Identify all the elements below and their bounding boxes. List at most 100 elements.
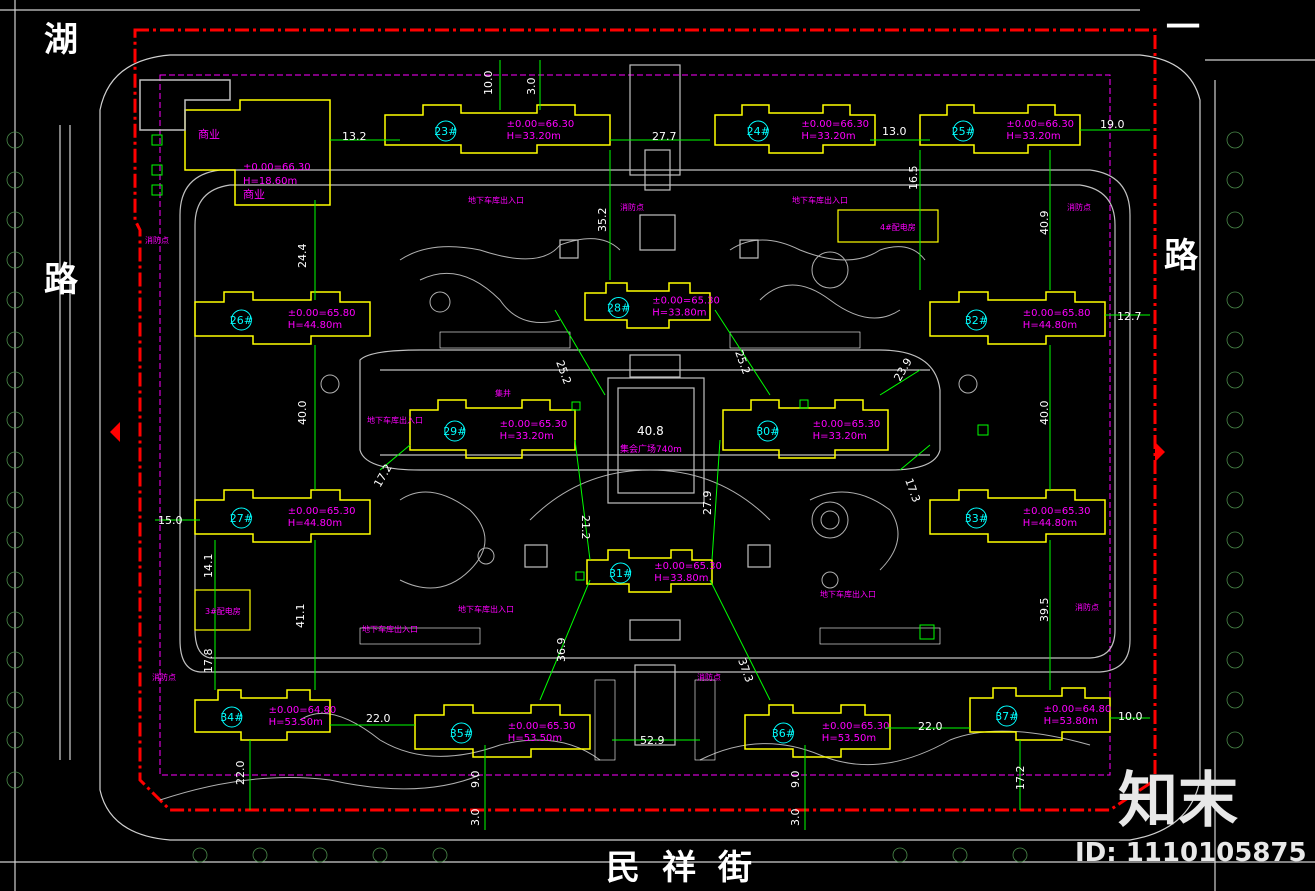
building-outline: [969, 687, 1111, 741]
plaza-dimension: 40.8: [637, 424, 664, 438]
building-37: 37#±0.00=64.80H=53.80m: [969, 687, 1112, 741]
building-32: 32#±0.00=65.80H=44.80m: [929, 291, 1106, 345]
building-number: 24#: [747, 125, 770, 138]
building-24: 24#±0.00=66.30H=33.20m: [714, 104, 876, 154]
dimension-value: 27.9: [701, 491, 714, 516]
building-outline: [929, 489, 1106, 543]
commercial-building: [139, 79, 331, 206]
note-fire-1: 消防点: [620, 202, 644, 212]
building-height: H=53.50m: [822, 733, 876, 744]
building-elevation: ±0.00=65.30: [1023, 506, 1091, 517]
building-height: H=33.20m: [507, 131, 561, 142]
building-elevation: ±0.00=65.30: [288, 506, 356, 517]
dimension-value: 41.1: [294, 604, 307, 629]
substations: [194, 209, 939, 631]
building-outline: [929, 291, 1106, 345]
note-fire-2: 消防点: [1067, 202, 1091, 212]
building-height: H=44.80m: [288, 518, 342, 529]
building-number-circle: [444, 420, 466, 442]
building-outline: [194, 489, 371, 543]
dimension-value: 52.9: [640, 734, 665, 747]
site-boundary: [133, 28, 1157, 812]
building-height: H=44.80m: [288, 320, 342, 331]
commercial-label: 商业: [198, 127, 220, 141]
dimension-value: 14.1: [202, 554, 215, 579]
note-garage-entry-3: 地下车库出入口: [458, 604, 514, 614]
building-outline: [194, 689, 331, 741]
dimension-value: 15.0: [158, 514, 183, 527]
building-number: 27#: [230, 512, 253, 525]
note-well: 集井: [495, 388, 511, 398]
building-number: 25#: [952, 125, 975, 138]
commercial-elevation: ±0.00=66.30: [243, 162, 311, 173]
building-31: 31#±0.00=65.30H=33.80m: [586, 549, 722, 593]
building-number: 29#: [443, 425, 466, 438]
street-trees: [6, 131, 1244, 863]
building-28: 28#±0.00=65.30H=33.80m: [584, 282, 720, 329]
road-label-west-bottom: 路: [44, 260, 78, 300]
dimension-lines: [155, 60, 1150, 830]
building-height: H=44.80m: [1023, 518, 1077, 529]
building-number-circle: [435, 120, 457, 142]
building-elevation: ±0.00=64.80: [269, 705, 337, 716]
building-elevation: ±0.00=65.30: [654, 561, 722, 572]
building-elevation: ±0.00=65.30: [822, 721, 890, 732]
dimension-value: 25.2: [553, 359, 574, 386]
dimension-value: 25.2: [732, 349, 753, 376]
building-number: 37#: [995, 710, 1018, 723]
dimension-value: 16.5: [907, 166, 920, 191]
building-height: H=33.80m: [654, 573, 708, 584]
entry-arrows: [110, 422, 1165, 462]
building-number-circle: [221, 706, 243, 728]
dimension-value: 35.2: [596, 208, 609, 233]
building-number: 36#: [772, 727, 795, 740]
note-fire-6: 消防点: [697, 672, 721, 682]
building-elevation: ±0.00=65.80: [1023, 308, 1091, 319]
building-height: H=33.80m: [652, 308, 706, 319]
building-number-circle: [952, 120, 974, 142]
commercial-label-2: 商业: [243, 187, 265, 201]
building-number-circle: [230, 309, 252, 331]
building-elevation: ±0.00=65.30: [652, 296, 720, 307]
building-27: 27# ±0.00=65.30H=44.80m: [194, 489, 371, 543]
commercial-height: H=18.60m: [243, 176, 297, 187]
dimension-value: 17.2: [1014, 766, 1027, 791]
building-29: 29#±0.00=65.30H=33.20m: [409, 399, 576, 459]
building-number-circle: [965, 309, 987, 331]
building-elevation: ±0.00=65.30: [500, 419, 568, 430]
dimension-value: 36.9: [555, 638, 568, 663]
building-line: [159, 74, 1111, 776]
dimension-value: 19.0: [1100, 118, 1125, 131]
dimension-value: 37.3: [735, 657, 756, 684]
building-height: H=44.80m: [1023, 320, 1077, 331]
building-outline: [194, 291, 371, 345]
building-elevation: ±0.00=66.30: [1006, 119, 1074, 130]
landscape-paths: [159, 238, 1091, 801]
dimension-value: 17.8: [202, 649, 215, 674]
note-fire-3: 消防点: [145, 235, 169, 245]
building-elevation: ±0.00=65.80: [288, 308, 356, 319]
plaza-caption: 集会广场740m: [620, 443, 682, 455]
note-garage-entry-2: 地下车库出入口: [792, 195, 848, 205]
ring-road: [179, 169, 1131, 673]
dimension-value: 40.0: [1038, 401, 1051, 426]
building-elevation: ±0.00=64.80: [1044, 704, 1112, 715]
dimension-value: 22.0: [918, 720, 943, 733]
road-label-east-bottom: 路: [1164, 236, 1198, 276]
dimension-value: 40.9: [1038, 211, 1051, 236]
building-number: 23#: [434, 125, 457, 138]
dimension-value: 9.0: [789, 771, 802, 789]
building-outline: [722, 399, 889, 459]
note-garage-entry-4: 地下车库出入口: [820, 589, 876, 599]
building-outline: [384, 104, 611, 154]
building-outline: [744, 704, 891, 758]
dimension-value: 27.7: [652, 130, 677, 143]
building-number-circle: [996, 705, 1018, 727]
note-substation-2: 3#配电房: [205, 606, 241, 616]
building-elevation: ±0.00=66.30: [507, 119, 575, 130]
note-fire-4: 消防点: [1075, 602, 1099, 612]
